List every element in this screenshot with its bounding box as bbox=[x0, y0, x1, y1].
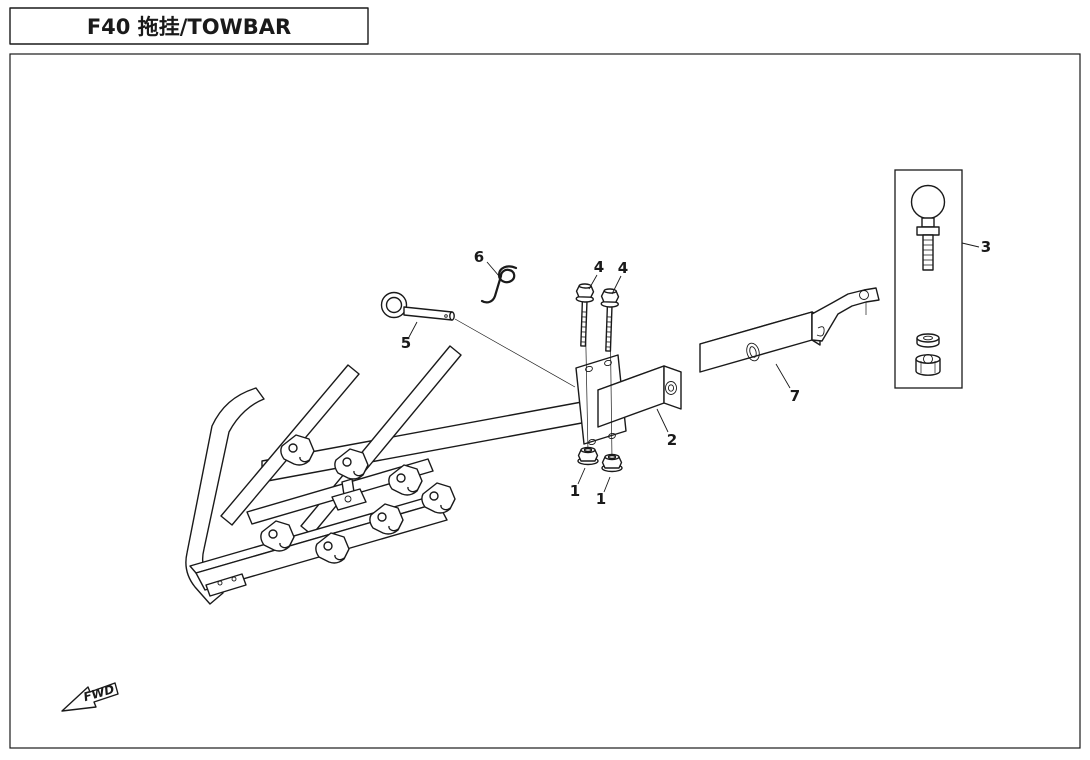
page-title: F40 拖挂/TOWBAR bbox=[87, 15, 291, 39]
callout-4a: 4 bbox=[594, 258, 604, 276]
washer bbox=[916, 333, 940, 348]
callout-3: 3 bbox=[981, 238, 991, 256]
callout-4b: 4 bbox=[618, 259, 628, 277]
fwd-direction-marker: FWD bbox=[61, 682, 119, 712]
callout-leader-lines bbox=[408, 242, 980, 493]
callout-5: 5 bbox=[401, 334, 411, 352]
title-box bbox=[9, 7, 369, 45]
diagram-border bbox=[9, 53, 1081, 749]
vehicle-frame-assembly bbox=[185, 345, 462, 605]
hitch-pin-part5 bbox=[380, 291, 455, 321]
receiver-bracket-part2 bbox=[575, 354, 682, 446]
tow-ball-detail-box-part3 bbox=[894, 169, 963, 389]
flange-bolt-part4-a bbox=[573, 283, 595, 347]
callout-7: 7 bbox=[790, 387, 800, 405]
callout-1b: 1 bbox=[596, 490, 606, 508]
callout-1a: 1 bbox=[570, 482, 580, 500]
ball-mount-part7 bbox=[699, 287, 880, 373]
hex-nut bbox=[915, 354, 941, 376]
fwd-arrow-icon bbox=[61, 682, 119, 712]
callout-2: 2 bbox=[667, 431, 677, 449]
assembly-axis-lines bbox=[454, 272, 929, 460]
tow-ball bbox=[910, 184, 946, 220]
flange-nut-part1-b bbox=[601, 453, 623, 473]
callout-labels: 6 5 4 4 2 1 1 7 3 bbox=[401, 238, 991, 508]
callout-6: 6 bbox=[474, 248, 484, 266]
r-clip-part6 bbox=[480, 265, 518, 304]
flange-nut-part1-a bbox=[577, 446, 599, 466]
flange-bolt-part4-b bbox=[598, 288, 620, 352]
